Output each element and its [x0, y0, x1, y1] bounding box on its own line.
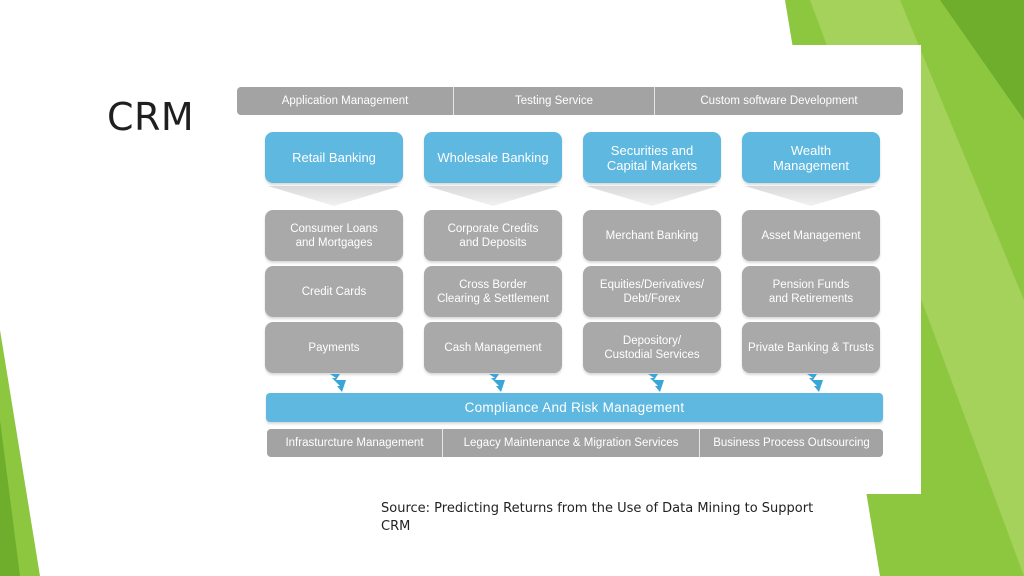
source-caption: Source: Predicting Returns from the Use …	[381, 501, 814, 534]
category-retail-banking: Retail Banking	[265, 132, 403, 183]
service-box: Credit Cards	[265, 266, 403, 317]
bottom-bar-segment: Legacy Maintenance & Migration Services	[442, 429, 699, 457]
compliance-risk-bar: Compliance And Risk Management	[266, 393, 883, 422]
category-wealth-management: Wealth Management	[742, 132, 880, 183]
service-box: Consumer Loans and Mortgages	[265, 210, 403, 261]
top-bar-segment: Application Management	[281, 95, 409, 107]
service-box: Corporate Credits and Deposits	[424, 210, 562, 261]
slide-title: CRM	[107, 95, 195, 139]
service-box: Merchant Banking	[583, 210, 721, 261]
service-box: Asset Management	[742, 210, 880, 261]
top-services-bar: Application Management Testing Service C…	[237, 87, 903, 115]
bottom-services-bar: Infrasturcture Management Legacy Mainten…	[267, 429, 883, 457]
service-box: Depository/ Custodial Services	[583, 322, 721, 373]
category-wholesale-banking: Wholesale Banking	[424, 132, 562, 183]
service-box: Cross Border Clearing & Settlement	[424, 266, 562, 317]
top-bar-segment: Testing Service	[453, 87, 654, 115]
service-box: Cash Management	[424, 322, 562, 373]
top-bar-segment: Custom software Development	[654, 87, 903, 115]
service-box: Private Banking & Trusts	[742, 322, 880, 373]
bottom-bar-segment: Business Process Outsourcing	[699, 429, 883, 457]
service-box: Equities/Derivatives/ Debt/Forex	[583, 266, 721, 317]
category-securities-capital-markets: Securities and Capital Markets	[583, 132, 721, 183]
service-box: Payments	[265, 322, 403, 373]
bottom-bar-segment: Infrasturcture Management	[285, 437, 424, 449]
service-box: Pension Funds and Retirements	[742, 266, 880, 317]
